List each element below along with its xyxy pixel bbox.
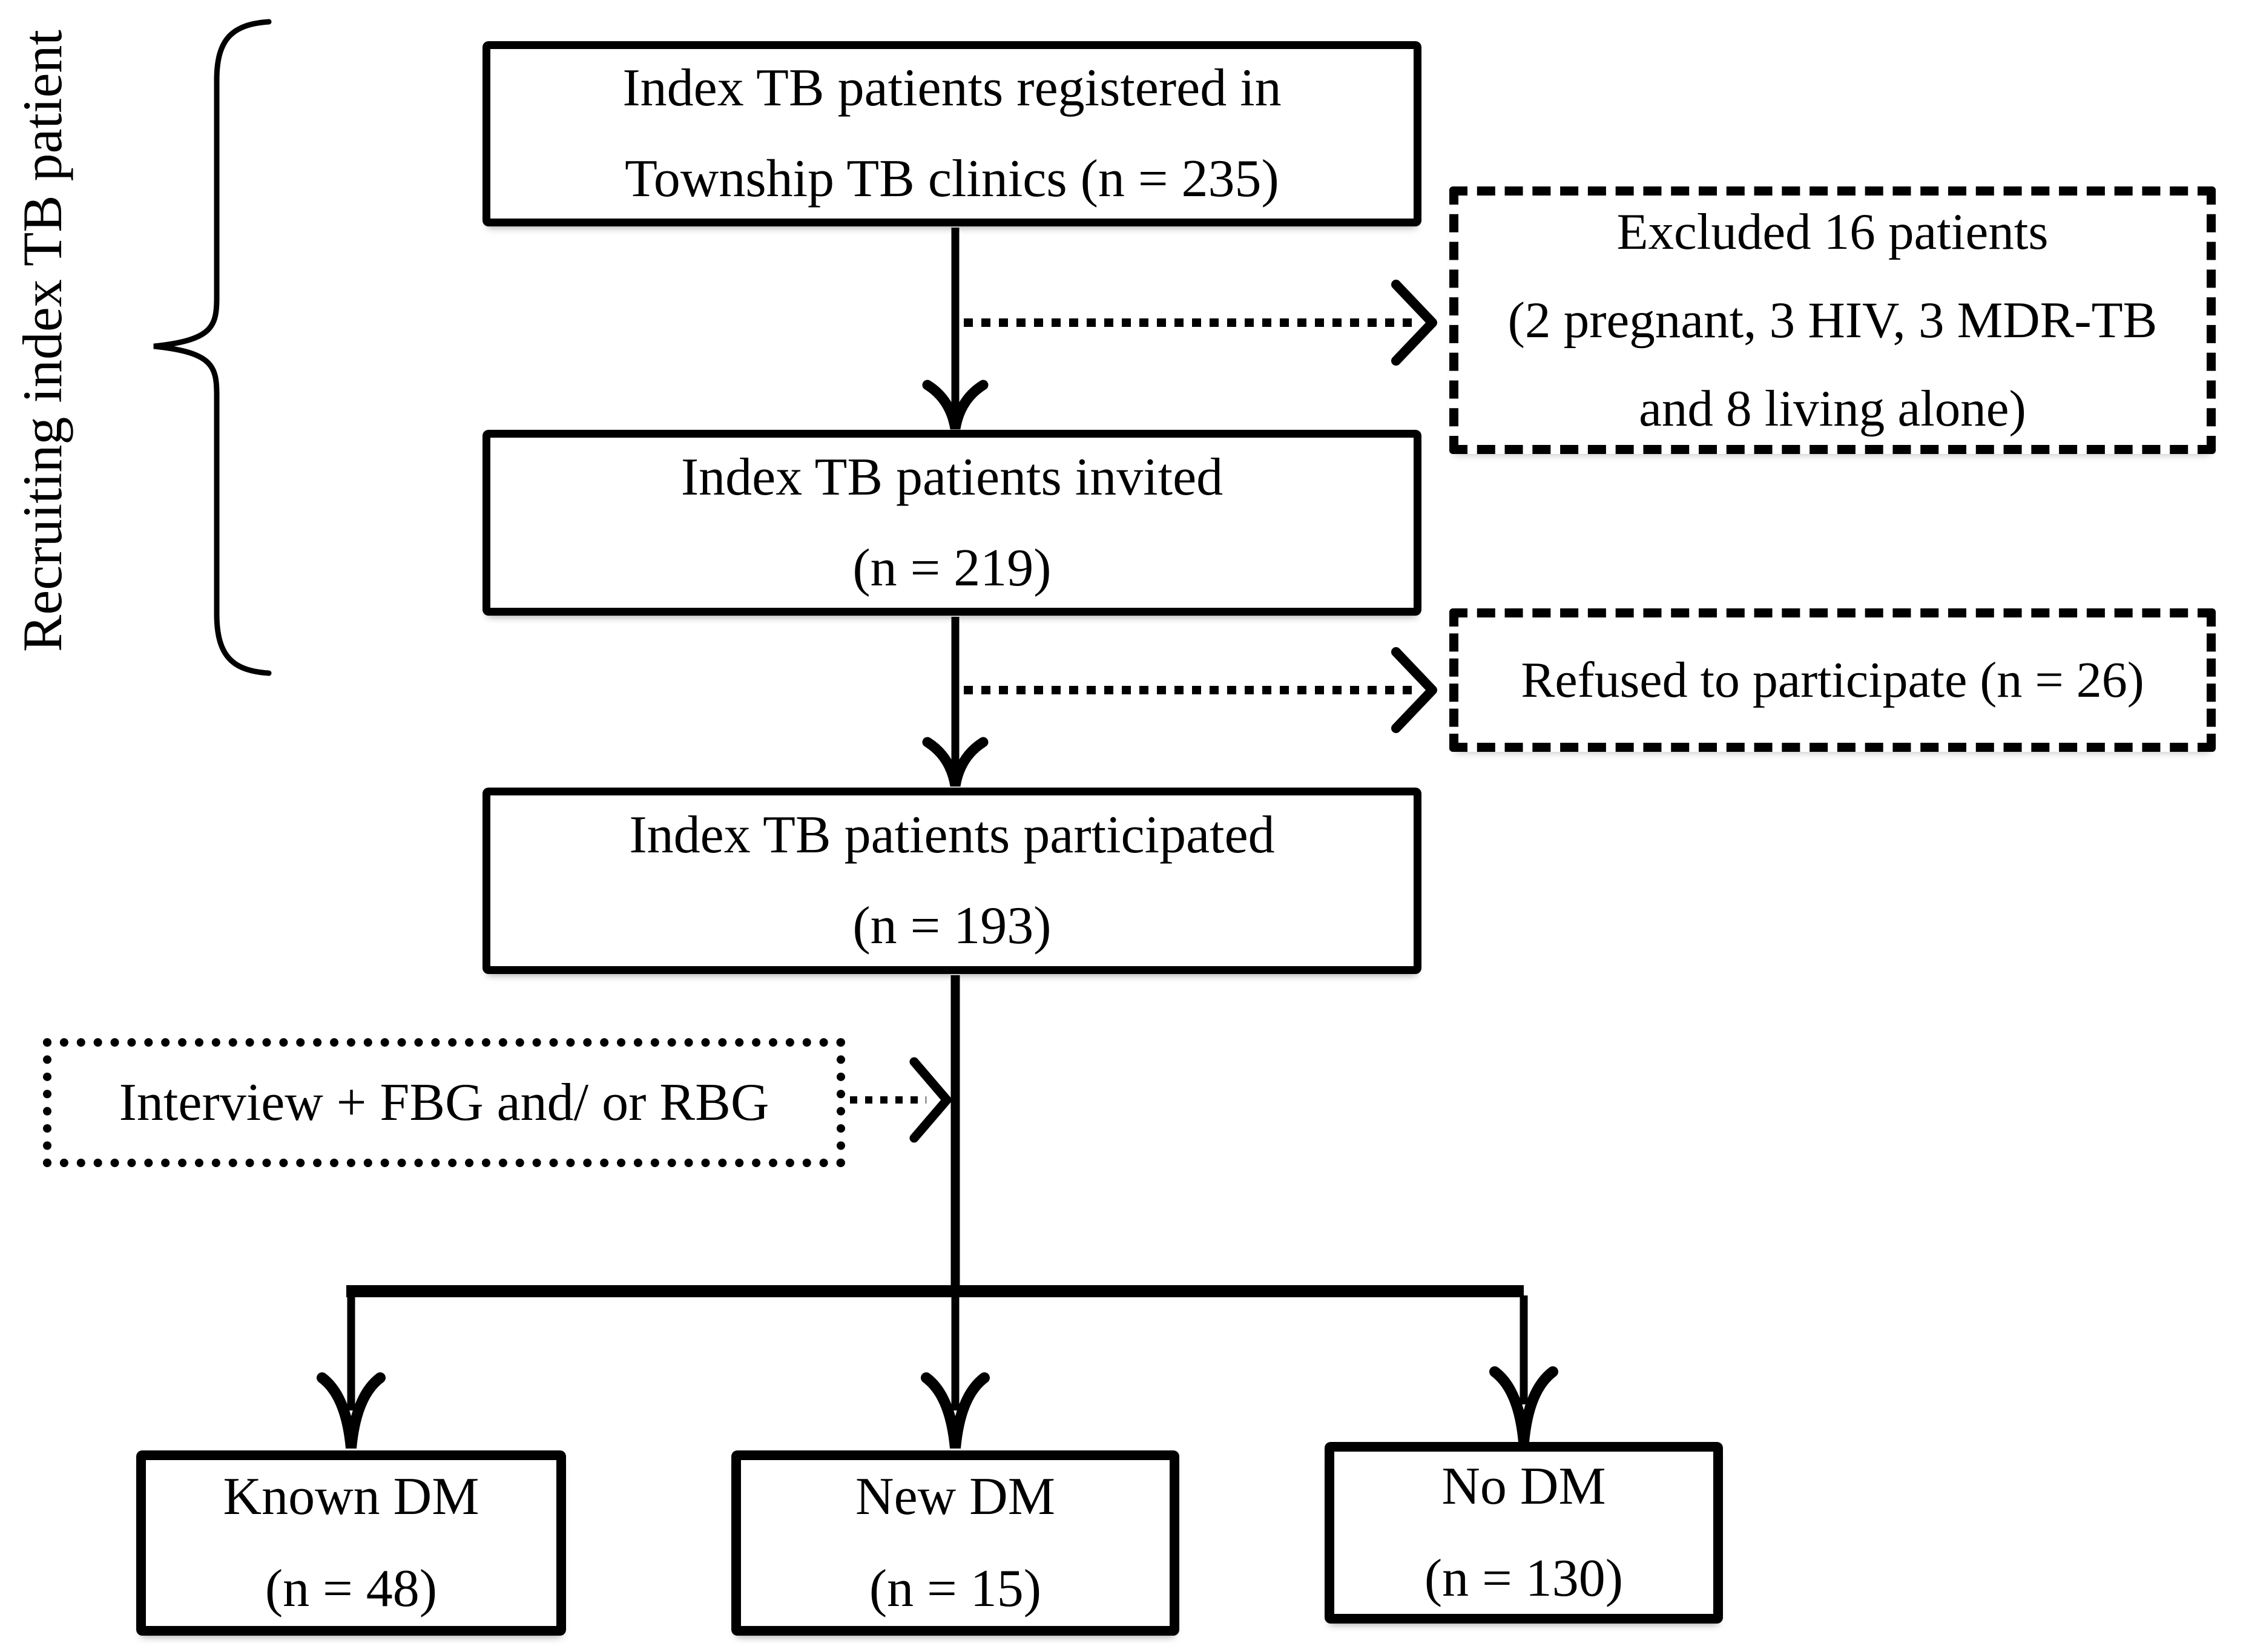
box-interview: Interview + FBG and/ or RBG: [43, 1038, 845, 1167]
box-participated-line: (n = 193): [852, 897, 1052, 955]
arrowhead-down-icon: [922, 737, 989, 787]
box-registered-line: Index TB patients registered in: [622, 59, 1282, 117]
box-new-dm-line: (n = 15): [869, 1559, 1042, 1618]
box-excluded-line: Excluded 16 patients: [1616, 203, 2049, 260]
box-invited: Index TB patients invited (n = 219): [482, 430, 1421, 616]
arrow-to-no-dm: [1489, 1295, 1558, 1443]
box-excluded-line: (2 pregnant, 3 HIV, 3 MDR-TB: [1507, 292, 2158, 349]
chevron-right-icon: [909, 1057, 952, 1143]
box-participated: Index TB patients participated (n = 193): [482, 788, 1421, 974]
box-no-dm-line: (n = 130): [1424, 1549, 1624, 1608]
dotted-arrow-from-interview: [850, 1057, 952, 1143]
box-invited-line: Index TB patients invited: [680, 447, 1223, 507]
box-interview-line: Interview + FBG and/ or RBG: [119, 1073, 769, 1132]
arrow-registered-to-invited: [922, 228, 989, 430]
arrowhead-down-icon: [922, 380, 989, 430]
arrow-invited-to-participated: [922, 617, 989, 787]
box-refused-line: Refused to participate (n = 26): [1521, 651, 2144, 708]
arrow-to-new-dm: [921, 1295, 990, 1449]
box-no-dm: No DM (n = 130): [1325, 1442, 1723, 1624]
dotted-arrow-to-refused: [964, 647, 1437, 733]
box-known-dm-line: (n = 48): [265, 1559, 438, 1618]
chevron-right-icon: [1391, 647, 1437, 733]
box-no-dm-line: No DM: [1441, 1457, 1606, 1516]
arrowhead-down-icon: [317, 1372, 386, 1449]
box-registered-line: Township TB clinics (n = 235): [625, 150, 1279, 208]
box-new-dm: New DM (n = 15): [731, 1450, 1179, 1636]
box-registered: Index TB patients registered in Township…: [482, 41, 1421, 226]
box-excluded: Excluded 16 patients (2 pregnant, 3 HIV,…: [1449, 186, 2216, 454]
box-new-dm-line: New DM: [855, 1467, 1055, 1526]
dotted-arrow-to-excluded: [964, 280, 1437, 366]
chevron-right-icon: [1391, 280, 1437, 366]
box-refused: Refused to participate (n = 26): [1449, 608, 2216, 752]
box-invited-line: (n = 219): [852, 538, 1052, 597]
arrow-to-known-dm: [317, 1295, 386, 1449]
box-participated-line: Index TB patients participated: [629, 806, 1275, 864]
box-excluded-line: and 8 living alone): [1639, 380, 2026, 437]
side-label-recruiting: Recruiting index TB patient: [12, 30, 73, 652]
curly-brace: [153, 19, 272, 676]
arrowhead-down-icon: [921, 1372, 990, 1449]
box-known-dm-line: Known DM: [223, 1467, 479, 1526]
box-known-dm: Known DM (n = 48): [136, 1450, 566, 1636]
